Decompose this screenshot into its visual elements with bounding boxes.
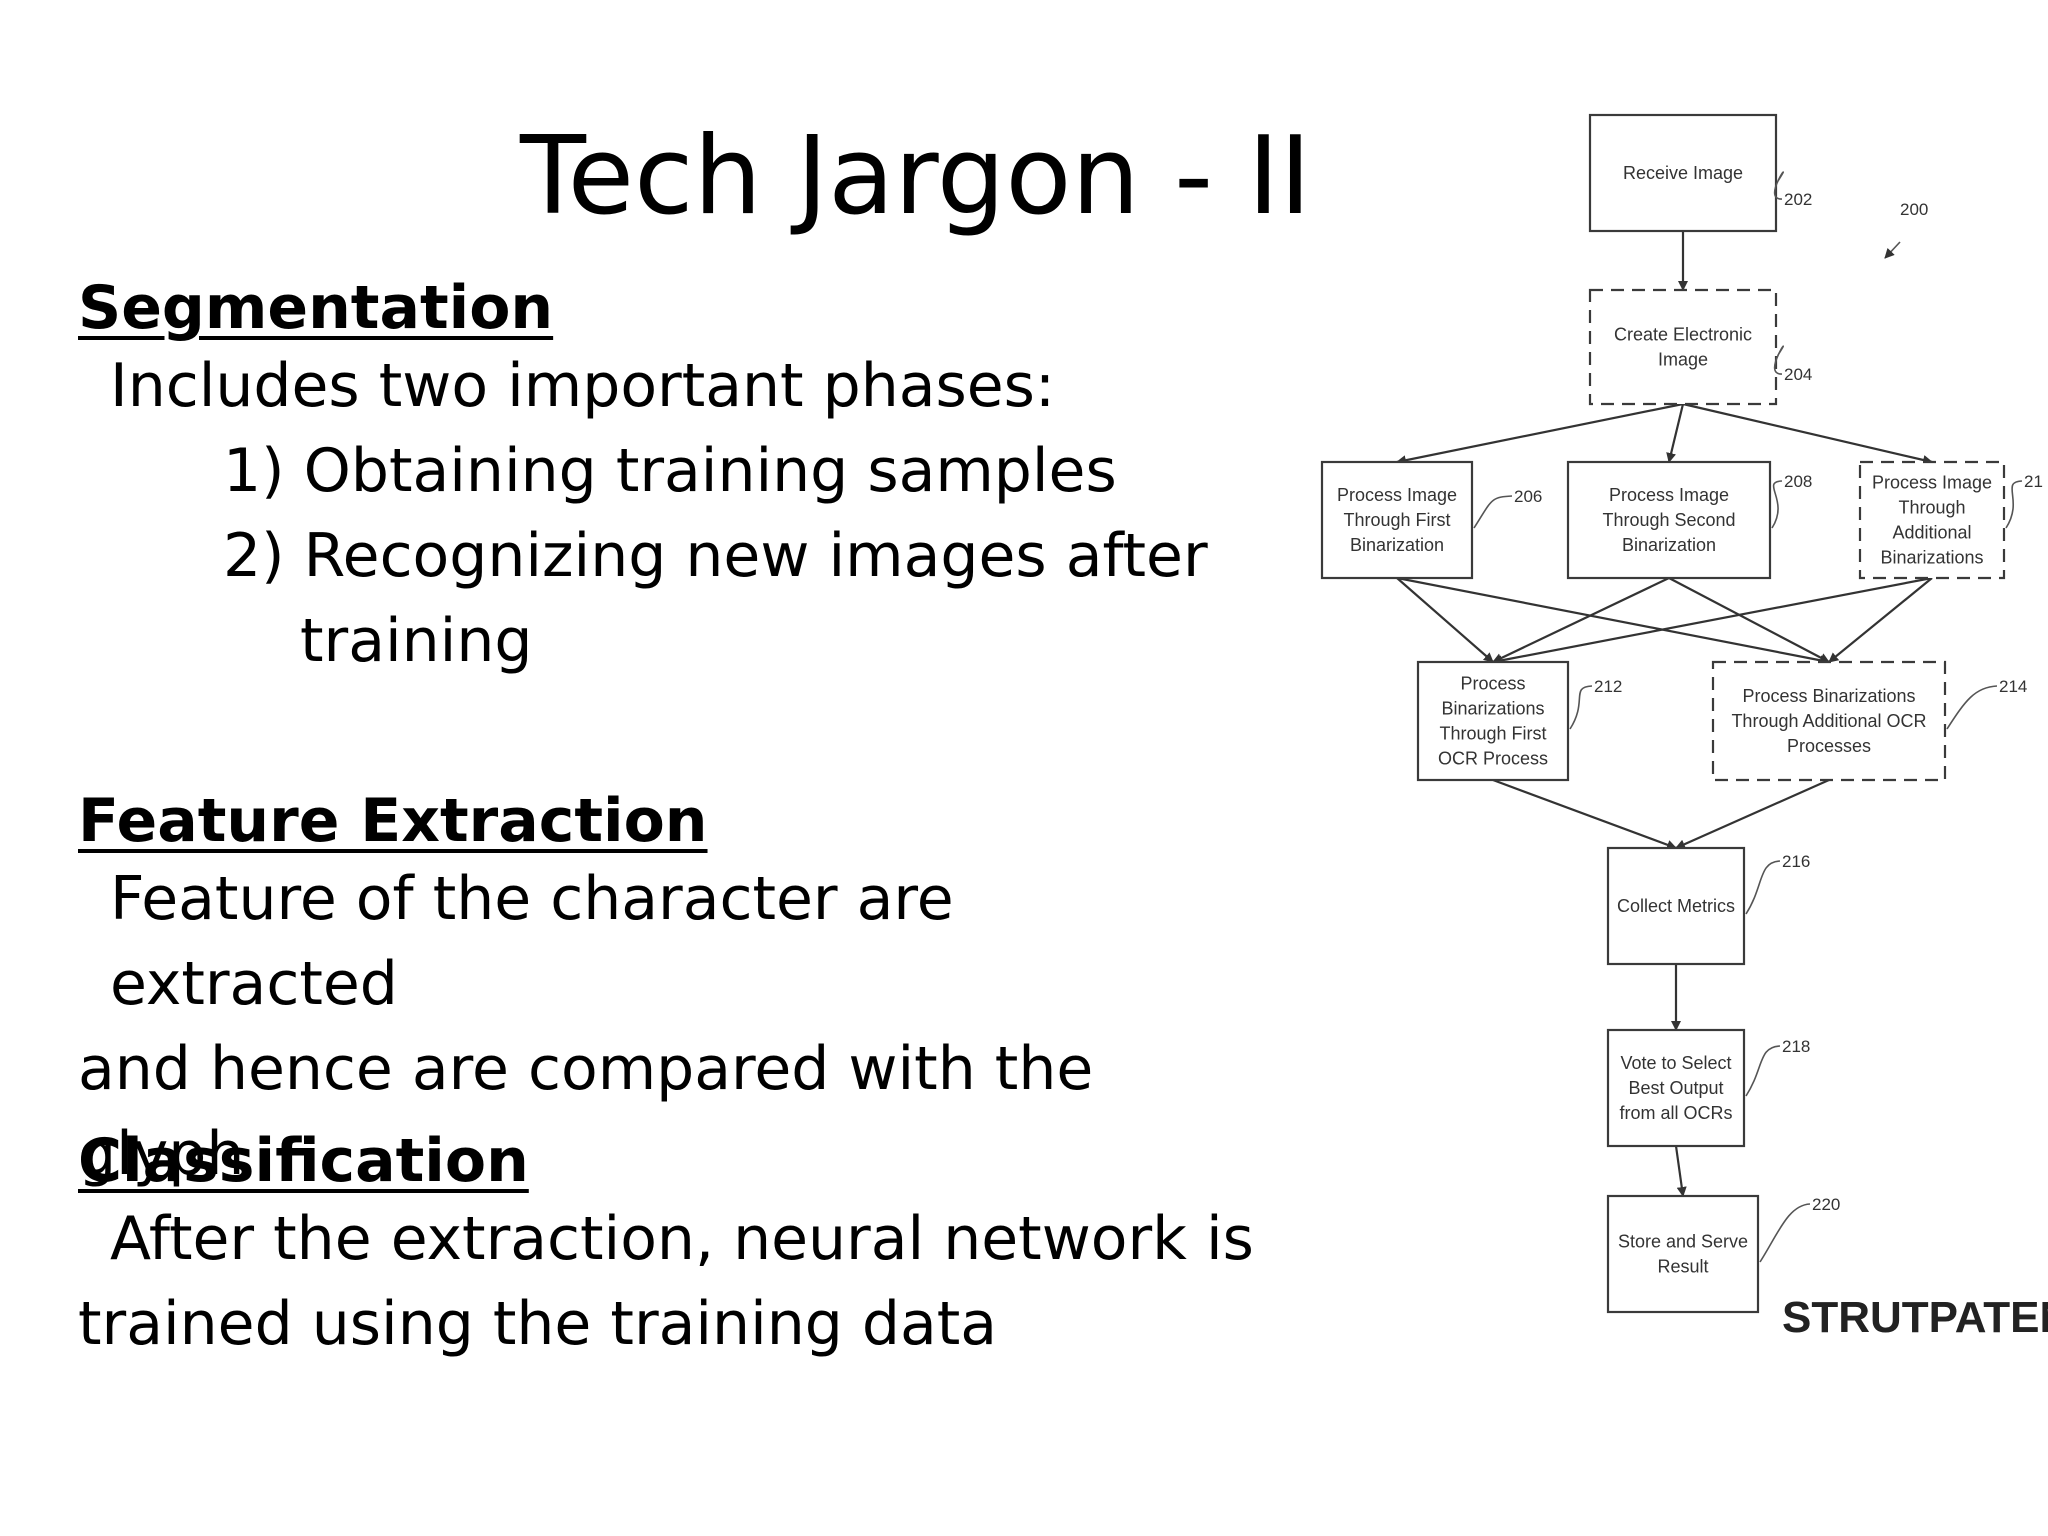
- flow-arrow-bin2-to-ocr1: [1492, 577, 1670, 663]
- flow-node-label: Process Image: [1872, 473, 1992, 493]
- flow-node-ref-number: 214: [1999, 677, 2027, 696]
- flow-node-label: OCR Process: [1438, 749, 1548, 769]
- flow-node-label: Vote to Select: [1620, 1053, 1731, 1073]
- flow-node-label: Best Output: [1628, 1078, 1723, 1098]
- flow-node-ref-leader: [2005, 480, 2023, 529]
- flow-node-box: [1588, 288, 1778, 406]
- section-intro: Includes two important phases:: [110, 351, 1056, 421]
- flow-arrow-bin1-to-ocrN: [1396, 576, 1830, 666]
- flow-node-label: Additional: [1892, 523, 1971, 543]
- body-line: trained using the training data: [78, 1289, 998, 1359]
- flow-node-ref-number: 208: [1784, 472, 1812, 491]
- flow-node-ref-number: 220: [1812, 1195, 1840, 1214]
- flow-node-label: Through First: [1439, 724, 1546, 744]
- flow-arrow-ocrN-to-metrics: [1675, 778, 1830, 850]
- flow-node-label: Process Image: [1609, 485, 1729, 505]
- flow-node-ref-number: 21: [2024, 472, 2043, 491]
- flow-node-box: [1711, 660, 1947, 782]
- flow-node-binN: Process ImageThroughAdditionalBinarizati…: [1858, 460, 2043, 580]
- flow-node-ref-number: 218: [1782, 1037, 1810, 1056]
- flow-node-box: [1606, 1194, 1760, 1314]
- body-line: and hence are compared with the glyph: [78, 1034, 1094, 1189]
- flow-node-ref-number: 204: [1784, 365, 1812, 384]
- flow-node-label: Create Electronic: [1614, 325, 1752, 345]
- flow-node-label: Process Image: [1337, 485, 1457, 505]
- flow-node-label: Through: [1898, 498, 1965, 518]
- section-heading: Feature Extraction: [78, 786, 708, 856]
- flow-arrow-binN-to-ocrN: [1828, 577, 1933, 663]
- flow-node-label: Processes: [1787, 736, 1871, 756]
- flow-node-label: Receive Image: [1623, 163, 1743, 183]
- flow-node-ref-number: 206: [1514, 487, 1542, 506]
- slide-title: Tech Jargon - II: [520, 114, 1312, 239]
- flow-node-box: [1566, 460, 1772, 580]
- flow-node-box: [1416, 660, 1570, 782]
- flow-node-ref-leader: [1569, 685, 1593, 730]
- flow-node-box: [1320, 460, 1474, 580]
- section-feature-extraction: Feature Extraction Feature of the charac…: [78, 785, 1258, 1197]
- flow-node-ref-leader: [1773, 345, 1784, 375]
- body-line: After the extraction, neural network is: [110, 1204, 1254, 1274]
- flow-node-label: Image: [1658, 350, 1708, 370]
- flow-node-box: [1606, 846, 1746, 966]
- flowchart-edges: [1396, 231, 1933, 1197]
- flow-node-metrics: Collect Metrics 216: [1606, 846, 1810, 966]
- flow-node-ref-leader: [1946, 685, 1998, 730]
- flow-node-ref-number: 212: [1594, 677, 1622, 696]
- body-line: Feature of the character are extracted: [110, 864, 954, 1019]
- watermark-text: STRUTPATENT.CO: [1782, 1293, 2048, 1342]
- section-segmentation: Segmentation Includes two important phas…: [78, 272, 1258, 684]
- list-item: 2) Recognizing new images after: [223, 521, 1208, 591]
- flow-node-ref-leader: [1473, 495, 1513, 529]
- flow-node-label: Process Binarizations: [1742, 686, 1915, 706]
- flow-node-ref-leader: [1745, 1045, 1781, 1097]
- flow-node-box: [1606, 1028, 1746, 1148]
- flow-node-label: Store and Serve: [1618, 1232, 1748, 1252]
- flow-node-label: Through First: [1343, 510, 1450, 530]
- flow-node-label: Through Second: [1602, 510, 1735, 530]
- flow-arrow-bin2-to-ocrN: [1668, 577, 1830, 663]
- flow-node-ref-leader: [1771, 480, 1783, 529]
- flow-node-label: Result: [1657, 1257, 1708, 1277]
- flow-arrow-ocr1-to-metrics: [1492, 778, 1677, 850]
- flow-node-box: [1588, 113, 1778, 233]
- list-item-continuation: training: [300, 606, 533, 676]
- flow-node-label: Binarization: [1350, 535, 1444, 555]
- flow-arrow-vote-to-store: [1674, 1145, 1687, 1197]
- flow-node-ref-number: 202: [1784, 190, 1812, 209]
- flow-node-ref-leader: [1745, 860, 1781, 915]
- section-heading: Segmentation: [78, 273, 554, 343]
- flow-node-ref-number: 216: [1782, 852, 1810, 871]
- figure-reference-number: 200: [1900, 200, 1928, 219]
- flow-node-ref-leader: [1773, 171, 1784, 200]
- list-item: 1) Obtaining training samples: [223, 436, 1117, 506]
- flow-node-label: Binarizations: [1880, 548, 1983, 568]
- flow-arrow-bin1-to-ocr1: [1396, 577, 1494, 663]
- flow-arrow-create-to-bin1: [1396, 402, 1684, 466]
- flow-node-label: Collect Metrics: [1617, 896, 1735, 916]
- flow-node-label: Through Additional OCR: [1731, 711, 1926, 731]
- flow-node-label: Binarizations: [1441, 699, 1544, 719]
- flow-arrow-create-to-bin2: [1666, 403, 1685, 463]
- flow-node-receive: Receive Image 202: [1588, 113, 1812, 233]
- flow-arrow-binN-to-ocr1: [1492, 576, 1933, 666]
- section-heading: Classification: [78, 1126, 529, 1196]
- flow-node-label: Process: [1460, 674, 1525, 694]
- flow-node-box: [1858, 460, 2006, 580]
- flow-node-label: from all OCRs: [1619, 1103, 1732, 1123]
- flow-node-label: Binarization: [1622, 535, 1716, 555]
- flow-node-ref-leader: [1759, 1203, 1811, 1263]
- flow-arrow-create-to-binN: [1682, 402, 1933, 465]
- section-classification: Classification After the extraction, neu…: [78, 1125, 1258, 1367]
- figure-reference-arrow: [1884, 241, 1901, 259]
